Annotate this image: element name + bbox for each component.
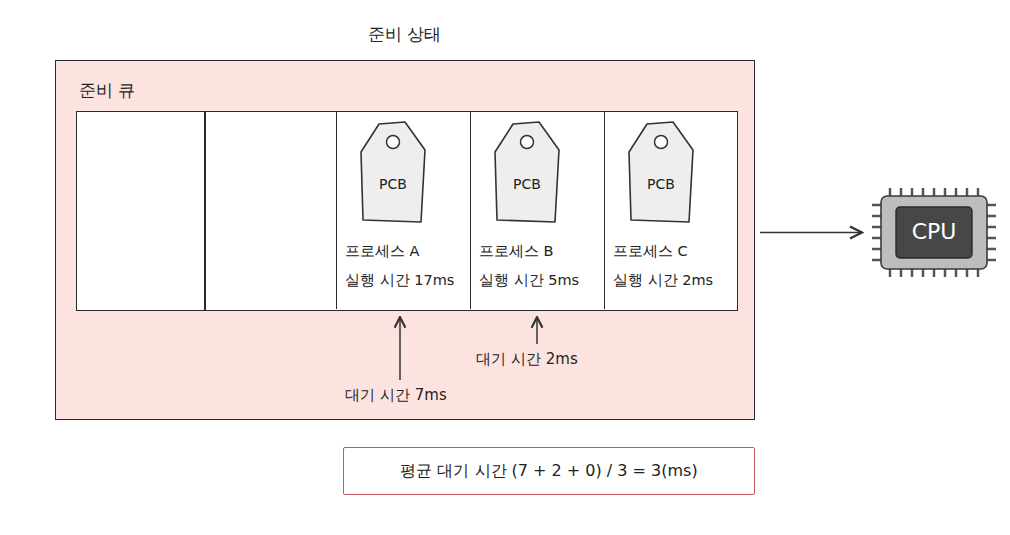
cpu-text: CPU bbox=[912, 219, 957, 244]
pcb-text: PCB bbox=[489, 176, 565, 192]
tag-hole bbox=[387, 136, 400, 149]
pcb-text: PCB bbox=[355, 176, 431, 192]
average-box: 평균 대기 시간 (7 + 2 + 0) / 3 = 3(ms) bbox=[343, 447, 755, 495]
queue-slot: PCB 프로세스 C 실행 시간 2ms bbox=[604, 112, 736, 309]
tag-hole bbox=[655, 136, 668, 149]
pcb-text: PCB bbox=[623, 176, 699, 192]
run-time: 실행 시간 2ms bbox=[613, 271, 736, 290]
process-name: 프로세스 C bbox=[613, 242, 736, 261]
ready-state-region: 준비 상태준비 큐PCB프로세스 A실행 시간 17msPCB프로세스 B실행 … bbox=[55, 60, 755, 420]
label-holder: 대기 시간 7ms bbox=[343, 385, 449, 405]
state-title: 준비 상태 bbox=[368, 23, 441, 46]
leader-line bbox=[536, 317, 538, 344]
pcb-tag bbox=[489, 118, 565, 228]
process-name: 프로세스 B bbox=[479, 242, 604, 261]
queue-slot: PCB 프로세스 B 실행 시간 5ms bbox=[470, 112, 604, 309]
queue-divider bbox=[204, 112, 206, 310]
leader-line bbox=[399, 317, 401, 380]
run-time: 실행 시간 5ms bbox=[479, 271, 604, 290]
process-name: 프로세스 A bbox=[345, 242, 470, 261]
wait-time-label: 대기 시간 7ms bbox=[343, 386, 449, 405]
wait-time-label: 대기 시간 2ms bbox=[474, 350, 580, 369]
cpu-chip: CPU bbox=[868, 185, 1000, 280]
pcb-tag bbox=[355, 118, 431, 228]
label-holder: 대기 시간 2ms bbox=[474, 349, 580, 369]
queue-slot: PCB 프로세스 A 실행 시간 17ms bbox=[336, 112, 470, 309]
run-time: 실행 시간 17ms bbox=[345, 271, 470, 290]
pcb-tag bbox=[623, 118, 699, 228]
average-text: 평균 대기 시간 (7 + 2 + 0) / 3 = 3(ms) bbox=[400, 461, 697, 482]
tag-outline bbox=[629, 122, 693, 222]
tag-outline bbox=[495, 122, 559, 222]
queue-title: 준비 큐 bbox=[79, 79, 135, 102]
tag-hole bbox=[521, 136, 534, 149]
tag-outline bbox=[361, 122, 425, 222]
flow-arrow bbox=[760, 232, 862, 234]
ready-queue: 준비 큐PCB프로세스 A실행 시간 17msPCB프로세스 B실행 시간 5m… bbox=[76, 111, 738, 311]
